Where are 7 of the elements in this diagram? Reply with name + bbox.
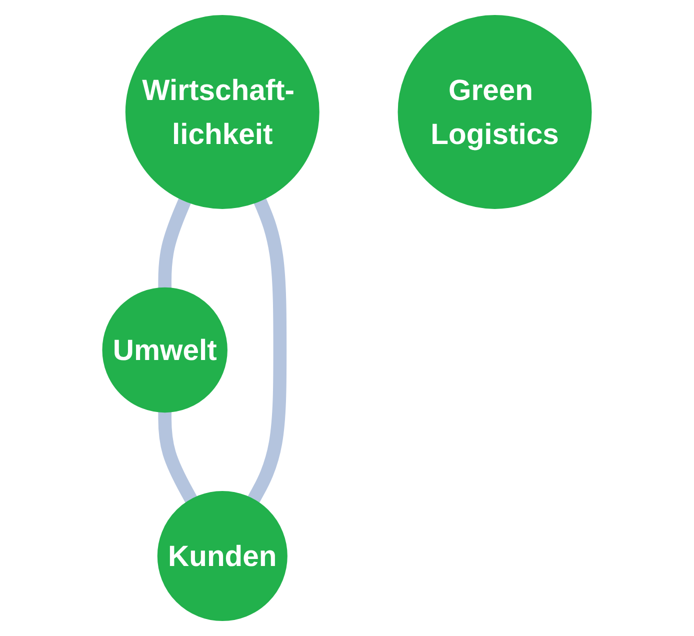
connector	[158, 412, 198, 503]
node-circle: Green Logistics	[398, 14, 592, 209]
node-circle: Umwelt	[102, 287, 228, 413]
connector	[248, 198, 287, 503]
connector	[158, 198, 192, 288]
node-circle: Wirtschaft- lichkeit	[125, 14, 320, 209]
node-circle: Kunden	[157, 490, 288, 622]
